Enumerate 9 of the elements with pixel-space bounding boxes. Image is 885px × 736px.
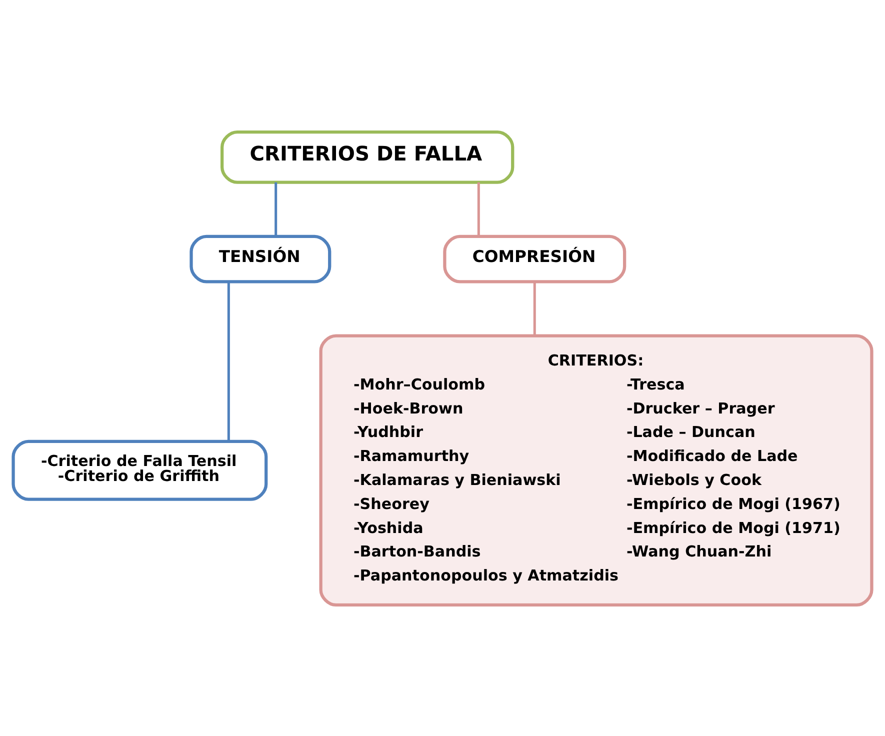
node-box: -Criterio de Falla Tensil -Criterio de Griffith	[12, 439, 268, 500]
node-box: CRITERIOS: -Mohr–Coulomb -Tresca -Hoek-Brown -Drucker – Prager -Yudhbir -Lade – Duncan -Ramamurthy -Modificado de Lade -Kalamaras y Bieniawski -Wiebols y Cook -Sheorey -Empírico de Mogi (1967) -Yoshida -Empírico de Mogi (1971) -Barton-Bandis -Wang Chuan-Zhi -Papantonopoulos y Atmatzidis	[319, 334, 874, 606]
node-box: CRITERIOS DE FALLA	[220, 130, 514, 184]
connector	[533, 282, 536, 336]
node-box: TENSIÓN	[190, 234, 332, 283]
connector	[477, 182, 480, 236]
connector	[274, 182, 278, 236]
node-box: COMPRESIÓN	[443, 234, 626, 283]
connector	[227, 282, 230, 441]
